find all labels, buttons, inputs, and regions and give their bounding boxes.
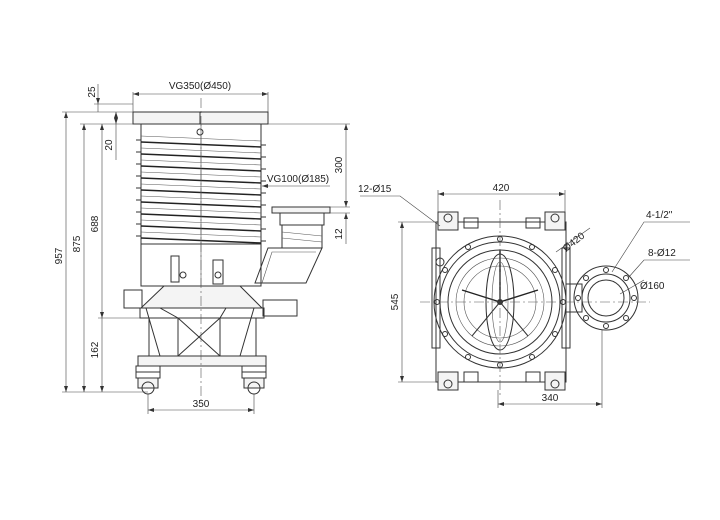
outlet-pipe [254,206,331,284]
wheelbase-dimension: 350 [147,394,255,414]
height-dimension: 545 [390,221,436,383]
bore-callout: Ø420 [555,227,591,254]
port-holes-label: 8-Ø12 [648,248,676,259]
bolt-holes-label: 12-Ø15 [358,184,392,195]
dim-outlet-height: 300 [334,156,345,173]
outlet-label: VG100(Ø185) [267,174,329,185]
outlet-dimensions: 300 12 VG100(Ø185) [262,123,350,244]
dim-outlet-flange: 12 [334,228,345,240]
port-holes-callout: 8-Ø12 [627,248,690,279]
dim-body: 688 [90,215,101,232]
port-bore-callout: Ø160 [619,279,665,295]
width-dimension: 420 [437,183,566,212]
port-bore-label: Ø160 [640,281,665,292]
dim-inlet-height: 875 [72,235,83,252]
port-thread-label: 4-1/2" [646,210,673,221]
wheel-left [135,365,161,395]
width-label: 420 [493,183,510,194]
top-view: 420 12-Ø15 Ø420 4-1/2" 8-Ø12 Ø160 [358,183,690,408]
height-label: 545 [390,293,401,310]
thread-callout: 4-1/2" [611,210,690,273]
side-port [565,265,639,331]
dim-flange: 20 [104,139,115,151]
side-view: VG350(Ø450) 957 875 688 [54,81,350,414]
base-width-label: 340 [542,393,559,404]
base-frame [123,285,298,367]
base-width-dimension: 340 [497,330,603,408]
dim-top: 25 [87,86,98,98]
bore-label: Ø420 [561,230,587,254]
dim-wheel-base: 350 [193,399,210,410]
dim-total-height: 957 [54,247,65,264]
left-dimensions: 957 875 688 162 25 20 [54,84,148,393]
dim-base: 162 [90,341,101,358]
corner-brackets [431,211,571,391]
inlet-dimension: VG350(Ø450) [132,81,269,112]
inlet-label: VG350(Ø450) [169,81,231,92]
bolt-holes-callout: 12-Ø15 [358,184,441,227]
wheel-right [241,365,267,395]
